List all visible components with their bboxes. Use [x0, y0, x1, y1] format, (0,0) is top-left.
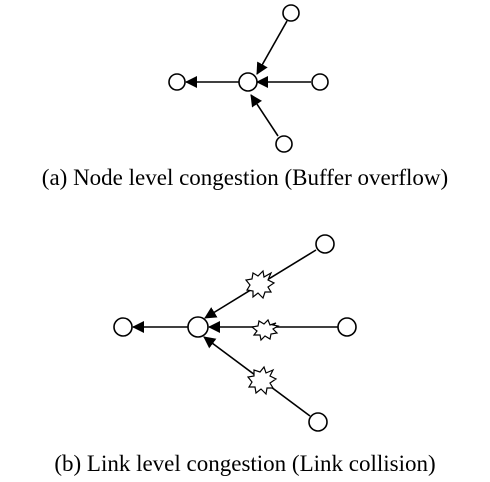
node-bottom — [275, 135, 293, 153]
node-right — [311, 73, 329, 91]
node-sink — [113, 317, 133, 337]
collision-burst-icon — [250, 318, 280, 342]
link-congestion-diagram — [113, 234, 357, 432]
node-sink — [168, 73, 186, 91]
node-congestion-diagram — [168, 4, 329, 153]
edge-top-to-center — [256, 20, 288, 75]
node-center — [187, 316, 209, 338]
collision-burst-icon — [244, 269, 276, 300]
caption-a: (a) Node level congestion (Buffer overfl… — [41, 165, 449, 190]
node-upper — [315, 234, 335, 254]
caption-b: (b) Link level congestion (Link collisio… — [54, 451, 436, 476]
edge-bottom-to-center — [250, 94, 279, 137]
collision-burst-icon — [246, 365, 278, 396]
node-lower — [308, 412, 328, 432]
node-center — [238, 72, 258, 92]
node-top — [282, 4, 300, 22]
node-right — [337, 317, 357, 337]
